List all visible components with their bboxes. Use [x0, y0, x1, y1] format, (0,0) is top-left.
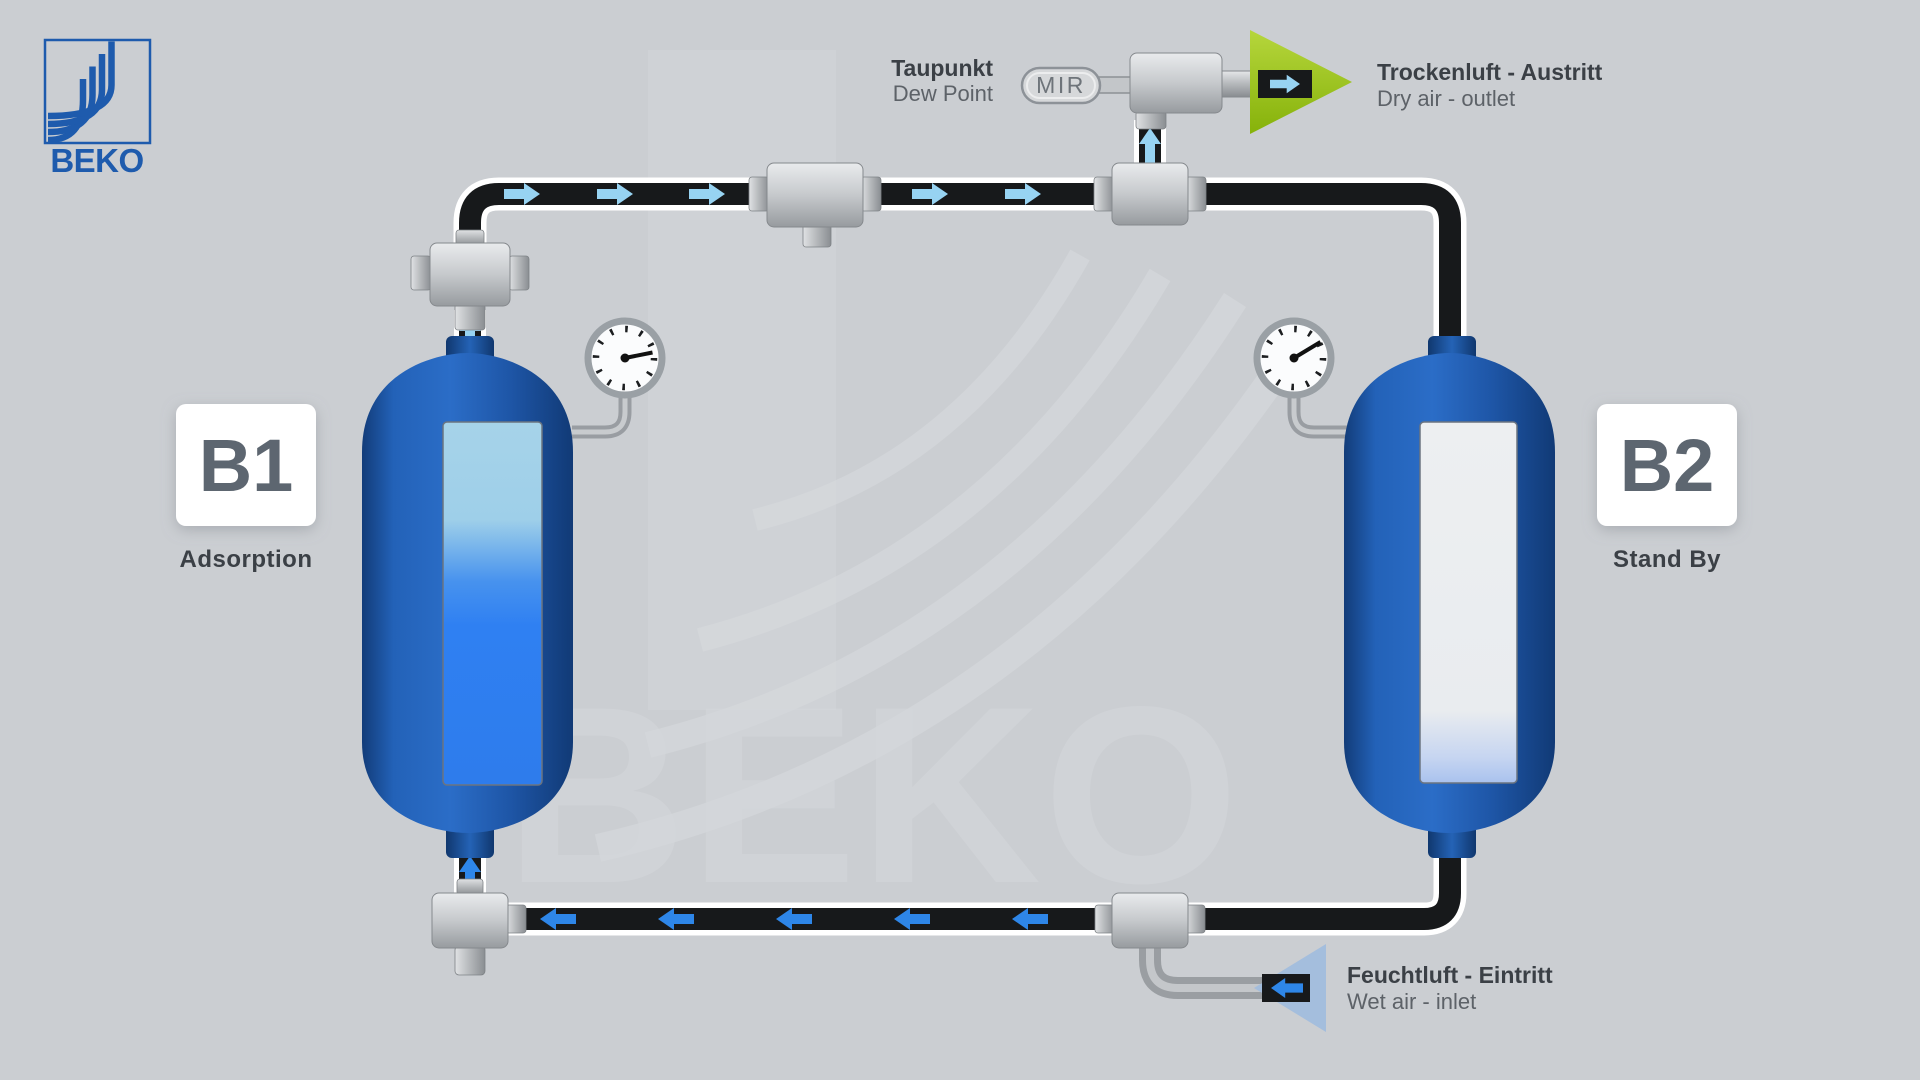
flow-arrow-left-icon — [540, 908, 576, 930]
vessel-b1 — [362, 336, 573, 858]
flow-arrow-right-icon — [912, 183, 948, 205]
outlet-subtitle: Dry air - outlet — [1377, 86, 1515, 111]
gauge-stem — [1287, 392, 1348, 439]
inlet-subtitle: Wet air - inlet — [1347, 989, 1476, 1014]
valve-block-outlet — [1129, 52, 1223, 130]
flow-arrow-left-icon — [894, 908, 930, 930]
valve-block-inlet — [1094, 892, 1206, 949]
logo-frame — [43, 38, 152, 145]
flow-arrow-right-icon — [597, 183, 633, 205]
dew-point-sensor — [1020, 66, 1135, 105]
b1-label-box — [176, 404, 316, 526]
b1-status: Adsorption — [180, 546, 313, 573]
pipe-bottom — [505, 846, 1467, 936]
gauge-hub — [620, 353, 630, 363]
outlet-title: Trockenluft - Austritt — [1377, 59, 1603, 85]
vessel-sight-window — [442, 421, 543, 786]
beko-logo: BEKO — [43, 38, 152, 179]
flow-arrow-right-icon — [504, 183, 540, 205]
flow-arrow-left-icon — [1271, 978, 1303, 998]
gauge-hub — [1289, 353, 1299, 363]
flow-arrow-up-icon — [1139, 128, 1161, 164]
flow-arrow-left-icon — [776, 908, 812, 930]
gauge-stem — [572, 392, 632, 439]
dew-point-title: Taupunkt — [891, 55, 993, 81]
gauge-ticks — [1261, 325, 1327, 391]
gauge-stem-highlight — [1291, 392, 1348, 435]
pressure-gauge-b2 — [1253, 317, 1348, 439]
valve-block-top-right — [1093, 162, 1207, 226]
valve-block-b1-bottom — [431, 878, 527, 976]
flow-arrow-left-icon — [1012, 908, 1048, 930]
vessel-sight-window — [1419, 421, 1518, 784]
beko-watermark: BEKO — [505, 50, 1317, 936]
logo-text: BEKO — [50, 142, 143, 179]
dry-air-outlet-assembly — [1217, 30, 1352, 134]
tee-fitting-top — [748, 162, 882, 248]
sensor-stem — [1095, 76, 1135, 94]
sensor-body-inner — [1026, 72, 1096, 99]
b2-label-box — [1597, 404, 1737, 526]
b2-label: B2 — [1620, 424, 1715, 507]
flow-arrow-right-icon — [1270, 74, 1300, 94]
gauge-ticks — [592, 325, 658, 391]
pipe-top — [453, 177, 1467, 356]
valve-block-b1-top — [410, 229, 530, 331]
flow-arrow-left-icon — [658, 908, 694, 930]
flow-arrow-right-icon — [689, 183, 725, 205]
gauge-needle — [1292, 340, 1322, 360]
flow-arrow-up-icon — [459, 856, 481, 892]
sensor-body — [1020, 66, 1102, 105]
pressure-gauge-b1 — [572, 317, 666, 439]
watermark-text: BEKO — [505, 655, 1241, 936]
gauge-stem-highlight — [572, 392, 628, 435]
b2-status: Stand By — [1613, 546, 1721, 573]
b1-label: B1 — [199, 424, 294, 507]
logo-swoosh-icon — [47, 41, 115, 144]
wet-air-inlet-assembly — [1139, 940, 1326, 1032]
gauge-needle — [624, 350, 653, 360]
watermark-arcs — [594, 249, 1317, 862]
flow-arrows-wet — [459, 856, 1048, 930]
dew-point-subtitle: Dew Point — [893, 81, 993, 106]
sensor-label: MIR — [1036, 72, 1086, 98]
inlet-pipe-highlight — [1146, 940, 1264, 992]
flow-arrow-right-icon — [1005, 183, 1041, 205]
vessel-b2 — [1344, 336, 1555, 858]
inlet-title: Feuchtluft - Eintritt — [1347, 962, 1553, 988]
